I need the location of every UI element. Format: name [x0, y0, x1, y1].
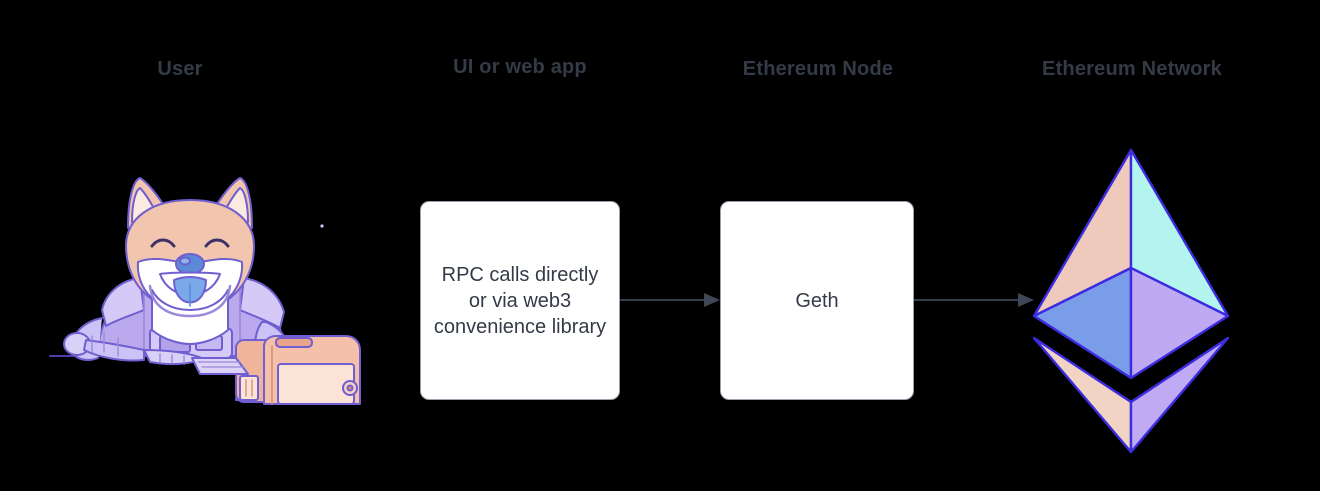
column-title-webapp: UI or web app [453, 56, 587, 78]
ethereum-diamond-logo [1028, 140, 1234, 465]
process-box-geth[interactable]: Geth [720, 201, 914, 400]
column-title-user: User [157, 58, 203, 80]
shiba-inu-at-computer-illustration [40, 160, 370, 415]
process-box-geth-label: Geth [795, 289, 839, 312]
arrow-node-to-network [914, 290, 1034, 315]
column-title-ethereum-network: Ethereum Network [1042, 58, 1222, 80]
column-title-ethereum-node: Ethereum Node [742, 58, 894, 80]
process-box-rpc-calls-label: RPC calls directly or via web3 convenien… [433, 263, 607, 338]
process-box-rpc-calls[interactable]: RPC calls directly or via web3 convenien… [420, 201, 620, 400]
eth-facet-mid-right [1129, 266, 1230, 380]
dog-nose [175, 253, 205, 275]
retro-computer [191, 335, 361, 405]
eth-facet-bottom-right [1129, 336, 1230, 454]
arrow-webapp-to-node [620, 290, 720, 315]
